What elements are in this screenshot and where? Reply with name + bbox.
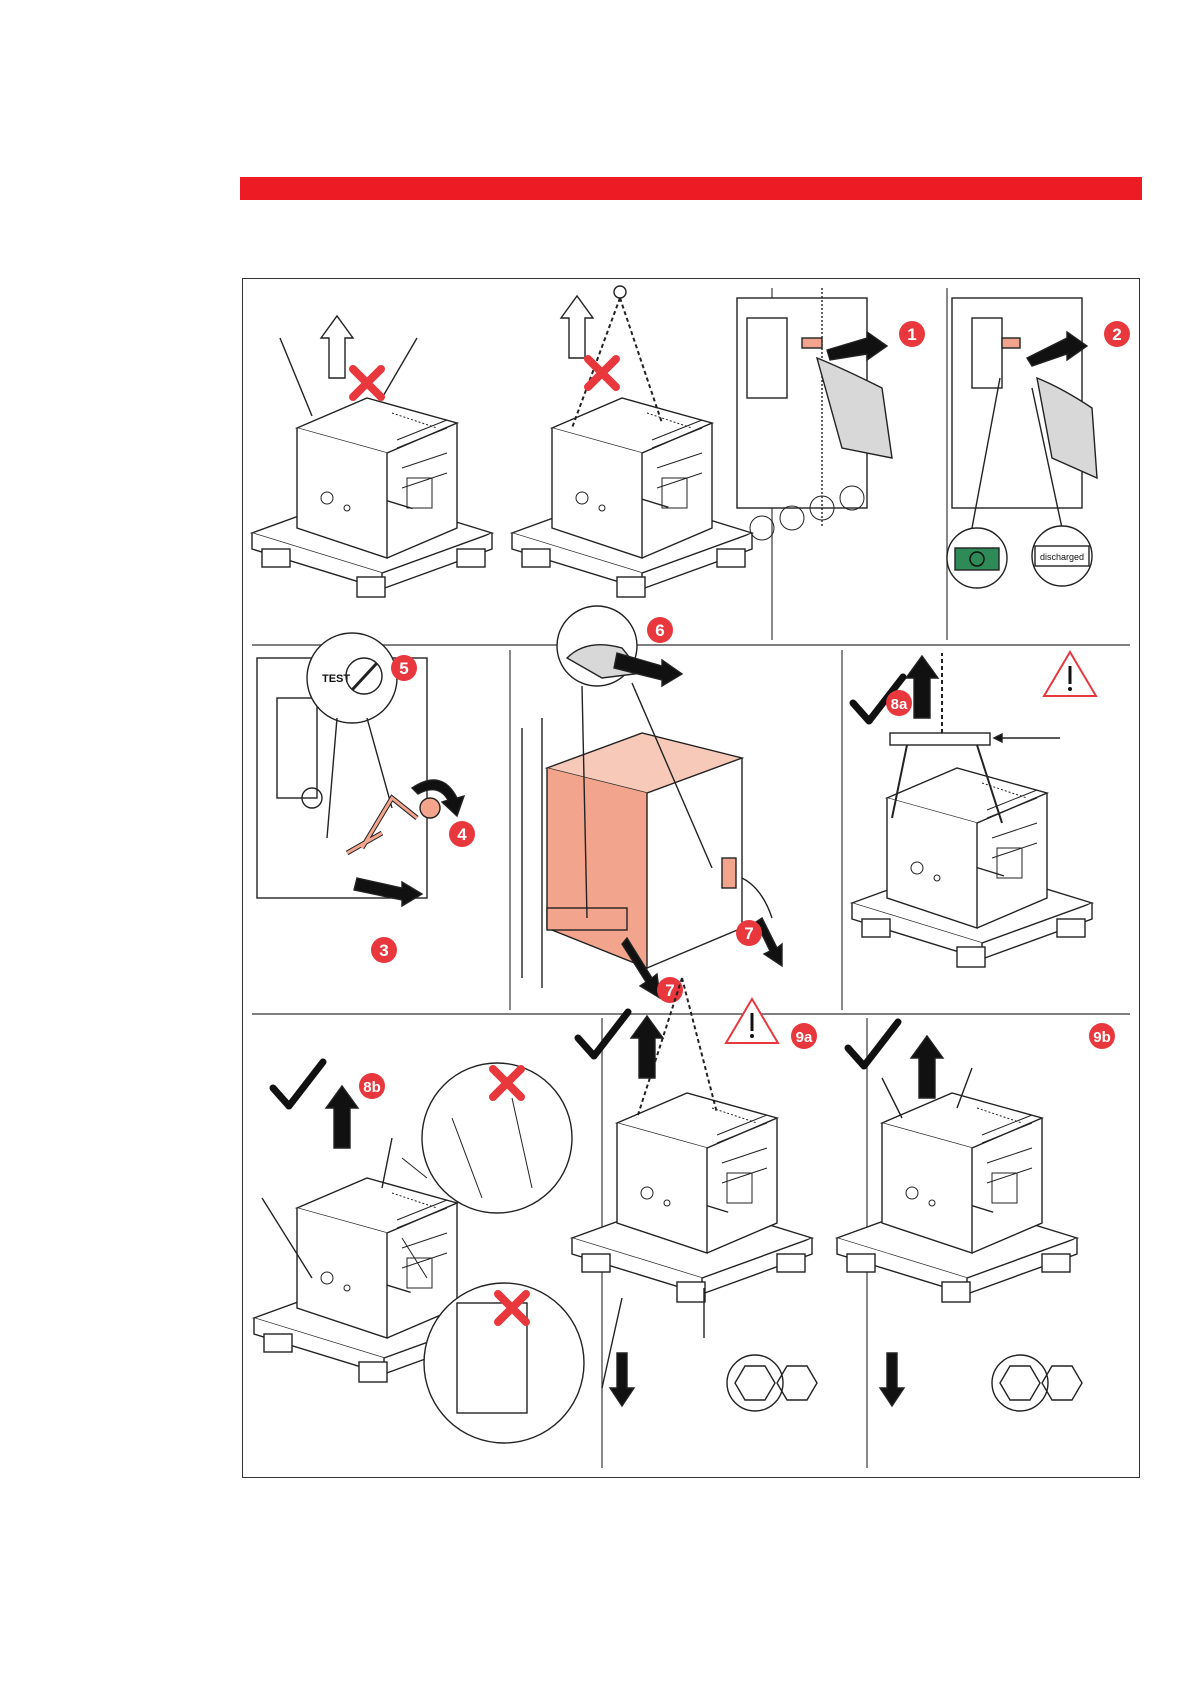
- forbidden-cross-icon: [353, 369, 381, 397]
- arrow-up-icon: [326, 1086, 358, 1148]
- arrow-up-icon: [911, 1036, 943, 1098]
- step-9a-label: 9a: [796, 1029, 813, 1046]
- step-1-label: 1: [907, 325, 916, 344]
- step-8b-label: 8b: [363, 1079, 381, 1096]
- panel-step-8b: 8b: [254, 1062, 584, 1443]
- detail-grip-forbidden-bottom: [424, 1283, 584, 1443]
- arrow-up-icon: [321, 316, 353, 378]
- step-6-label: 6: [655, 621, 664, 640]
- step-7b-label: 7: [665, 981, 674, 1000]
- step-3-label: 3: [379, 941, 388, 960]
- check-mark-icon: [848, 1022, 898, 1066]
- test-switch-detail: [307, 633, 397, 723]
- arrow-up-icon: [906, 656, 938, 718]
- panel-step-8a: 8a: [852, 652, 1096, 967]
- detail-grip-forbidden-top: [422, 1063, 572, 1213]
- panel-step-1: 1: [737, 288, 925, 540]
- step-7a-label: 7: [744, 924, 753, 943]
- panel-steps-6-7: 6 7 7: [522, 606, 782, 1003]
- check-mark-icon: [273, 1062, 323, 1106]
- step-9b-label: 9b: [1093, 1029, 1111, 1046]
- arrow-up-icon: [561, 296, 593, 358]
- warning-triangle-icon: [726, 999, 778, 1043]
- arrow-up-icon: [631, 1016, 663, 1078]
- header-red-bar: [240, 177, 1142, 200]
- installation-figure: 1 2 discharged TEST: [242, 278, 1140, 1478]
- check-mark-icon: [578, 1012, 628, 1056]
- panel-manual-lift-forbidden: [252, 316, 492, 597]
- step-5-label: 5: [399, 659, 408, 678]
- step-2-label: 2: [1112, 325, 1121, 344]
- hexagon-nut-icon: [735, 1366, 775, 1400]
- step-8a-label: 8a: [891, 696, 908, 713]
- panel-chain-lift-forbidden: [512, 286, 752, 597]
- indicator-discharged-text: discharged: [1040, 552, 1084, 562]
- hexagon-nut-icon: [1000, 1366, 1040, 1400]
- step-4-label: 4: [457, 825, 467, 844]
- warning-triangle-icon: [1044, 652, 1096, 696]
- panel-step-9a: 9a: [572, 978, 817, 1411]
- panel-step-9b: 9b: [837, 1022, 1115, 1411]
- panel-step-2: 2 discharged: [947, 298, 1130, 588]
- panel-steps-3-4-5: TEST 5 4 3: [257, 633, 475, 963]
